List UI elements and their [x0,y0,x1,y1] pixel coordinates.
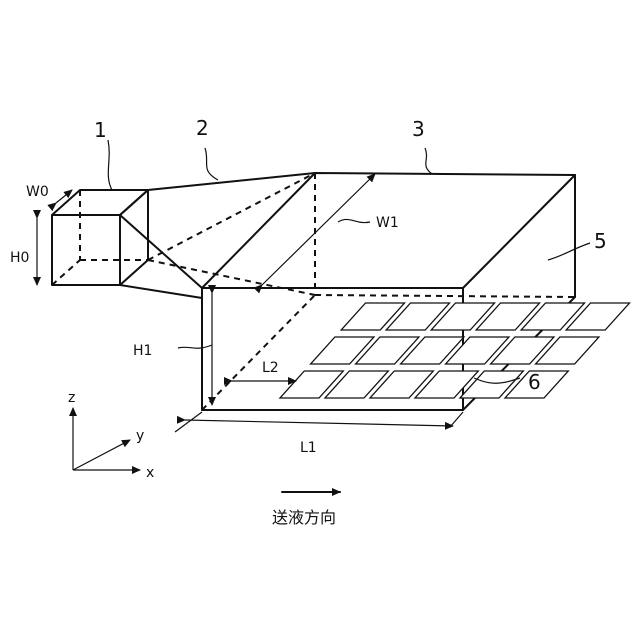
ref-6: 6 [528,370,541,394]
label-y: y [136,428,144,444]
label-l1: L1 [300,440,317,456]
expansion-section [120,173,315,298]
label-l2: L2 [262,360,279,376]
inlet-box [52,190,148,285]
ref-1: 1 [94,118,107,142]
ref-5: 5 [594,229,607,253]
label-x: x [146,465,154,481]
label-w0: W0 [26,184,49,200]
ref-2: 2 [196,116,209,140]
flow-direction-caption: 送液方向 [272,508,336,527]
l1-arrow [185,420,453,426]
w1-arrow [262,174,375,285]
coordinate-axes: z x y [68,390,154,481]
ref-3: 3 [412,117,425,141]
label-h0: H0 [10,250,29,266]
label-z: z [68,390,75,406]
y-axis [73,440,130,470]
w0-arrow [56,190,72,203]
label-h1: H1 [133,343,152,359]
plate-grid [280,303,630,398]
label-w1: W1 [376,215,399,231]
